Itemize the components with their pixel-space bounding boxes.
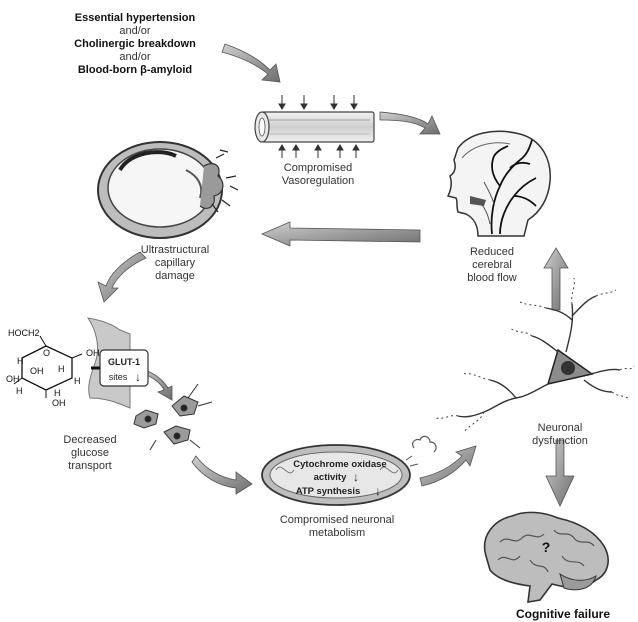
risk-factors-label: Essential hypertension and/or Cholinergi… (60, 12, 210, 77)
h-label-2: H (58, 364, 65, 374)
arrow-head-to-capillary (260, 221, 421, 247)
activity-down-arrow: ↓ (353, 470, 359, 484)
activity-label: activity (314, 472, 347, 483)
hoch2-label: HOCH2 (8, 328, 40, 338)
capillary-illustration (97, 141, 239, 239)
risk-andor-2: and/or (119, 51, 151, 63)
oh-label-1: OH (6, 374, 20, 384)
vasoregulation-label: Compromised Vasoregulation (258, 162, 378, 188)
oh-label-2: OH (30, 366, 44, 376)
risk-factor-amyloid: Blood-born β-amyloid (77, 64, 193, 76)
arrow-mito-to-neuron (419, 445, 477, 487)
mitochondrion-text: Cytochrome oxidase activity ↓ ATP synthe… (293, 459, 386, 498)
membrane-illustration (86, 317, 149, 409)
arrow-neuron-to-cognitive (545, 439, 575, 507)
atp-down-arrow: ↓ (375, 484, 381, 498)
glut-label-1: GLUT-1 (108, 357, 140, 367)
cognitive-failure-label: Cognitive failure (515, 607, 610, 621)
metabolism-label: Compromised neuronal metabolism (262, 514, 412, 540)
glut-box-text: GLUT-1 sites ↓ (108, 357, 141, 384)
neuron-illustration (435, 277, 635, 433)
h-label-1: H (17, 356, 24, 366)
glucose-line-2: glucose (71, 447, 109, 459)
blood-vessel-illustration (254, 95, 375, 158)
metabolism-line-2: metabolism (308, 527, 366, 539)
oh-label-4: OH (52, 398, 66, 408)
arrow-risk-to-vessel (221, 43, 281, 83)
glucose-transport-label: Decreased glucose transport (40, 434, 140, 473)
blood-flow-line-3: blood flow (467, 272, 517, 284)
cells-illustration (133, 383, 213, 451)
o-label: O (43, 348, 50, 358)
metabolism-line-1: Compromised neuronal (279, 514, 395, 526)
mitochondrion-illustration (261, 435, 437, 506)
arrow-neuron-to-bloodflow (543, 247, 569, 311)
arrow-vessel-to-head (379, 111, 441, 135)
capillary-damage-label: Ultrastructural capillary damage (120, 244, 230, 283)
glucose-line-3: transport (68, 460, 112, 472)
blood-flow-line-1: Reduced (469, 246, 515, 258)
risk-factor-cholinergic: Cholinergic breakdown (74, 38, 196, 50)
cytochrome-label: Cytochrome oxidase (293, 459, 386, 470)
blood-flow-label: Reduced cerebral blood flow (442, 246, 542, 285)
h-label-3: H (74, 376, 81, 386)
risk-factor-hypertension: Essential hypertension (74, 12, 196, 24)
neuronal-line-2: dysfunction (532, 435, 588, 447)
brain-question-mark: ? (542, 539, 551, 555)
glucose-line-1: Decreased (63, 434, 117, 446)
h-label-4: H (16, 386, 23, 396)
capillary-line-2: capillary (154, 257, 196, 269)
arrow-glucose-to-cell (137, 367, 173, 401)
atp-label: ATP synthesis (296, 486, 361, 497)
glucose-molecule (13, 335, 83, 398)
blood-flow-line-2: cerebral (472, 259, 512, 271)
oh-label-3: OH (86, 348, 100, 358)
neuronal-line-1: Neuronal (537, 422, 583, 434)
brain-illustration (483, 511, 609, 603)
glucose-molecule-labels: HOCH2 O H OH OH H OH H H H OH (6, 328, 100, 408)
arrow-capillary-to-glucose (97, 251, 147, 303)
head-illustration (446, 130, 551, 237)
vasoregulation-line-1: Compromised (283, 162, 353, 174)
neuronal-dysfunction-label: Neuronal dysfunction (510, 422, 610, 448)
h-label-5: H (54, 388, 61, 398)
glut-label-2: sites (109, 372, 128, 382)
risk-andor-1: and/or (119, 25, 151, 37)
capillary-line-3: damage (155, 270, 195, 282)
capillary-line-1: Ultrastructural (140, 244, 210, 256)
vasoregulation-line-2: Vasoregulation (281, 175, 355, 187)
arrow-glucose-to-mito (191, 455, 253, 495)
glut-down-arrow: ↓ (135, 370, 141, 384)
